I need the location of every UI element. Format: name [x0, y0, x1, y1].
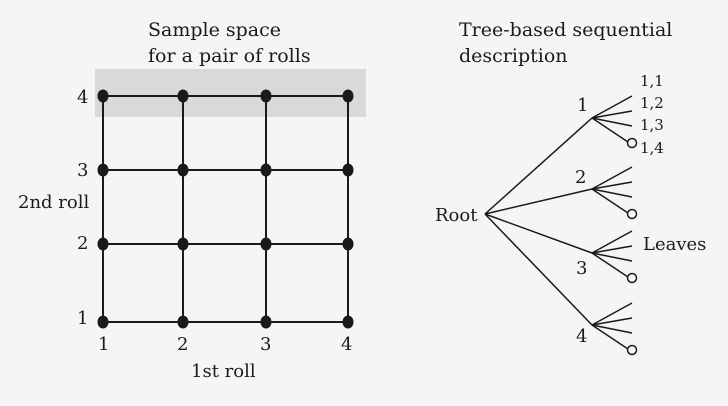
sample-point-2-1 [177, 315, 189, 329]
sample-space-panel: Sample space for a pair of rolls 4 3 2 1… [18, 19, 366, 382]
leaf-edge-1-2 [591, 110, 633, 119]
grid-points [97, 89, 354, 329]
sample-point-3-1 [260, 315, 272, 329]
tree-panel: Tree-based sequential description Root 1… [435, 19, 706, 356]
root-edge-2 [484, 188, 593, 215]
tree-title-line2: description [459, 45, 568, 67]
branch-label-2: 2 [575, 167, 586, 188]
y-tick-1: 1 [77, 308, 88, 329]
sample-point-2-4 [177, 89, 189, 103]
sample-point-4-3 [342, 163, 354, 177]
root-edges [484, 117, 593, 326]
x-axis-tick-labels: 1 2 3 4 [98, 334, 352, 355]
root-edge-1 [484, 117, 593, 215]
leaf-fans [591, 95, 638, 356]
sample-point-1-1 [97, 315, 109, 329]
leaf-node-4-4 [626, 344, 638, 356]
sample-point-4-4 [342, 89, 354, 103]
leaf-node-3-4 [626, 272, 638, 284]
leaf-labels-branch-1: 1,1 1,2 1,3 1,4 [640, 72, 664, 157]
leaf-edge-2-1 [591, 166, 633, 190]
sample-point-2-3 [177, 163, 189, 177]
y-axis-tick-labels: 4 3 2 1 [77, 87, 88, 329]
sample-point-3-4 [260, 89, 272, 103]
leaf-edge-3-2 [591, 245, 633, 254]
y-axis-label: 2nd roll [18, 192, 89, 213]
leaves-label: Leaves [643, 234, 706, 255]
x-tick-1: 1 [98, 334, 109, 355]
leaf-edge-1-3 [591, 117, 633, 127]
sample-point-1-2 [97, 237, 109, 251]
branch-label-4: 4 [576, 326, 587, 347]
x-axis-label: 1st roll [191, 361, 256, 382]
sample-point-1-4 [97, 89, 109, 103]
leaf-edge-4-2 [591, 317, 633, 326]
leaf-label-1-4: 1,4 [640, 139, 664, 157]
highlight-band [95, 69, 366, 117]
leaf-label-1-3: 1,3 [640, 116, 664, 134]
leaf-edge-2-4 [591, 188, 629, 214]
y-tick-4: 4 [77, 87, 88, 108]
leaf-edge-3-4 [591, 252, 629, 278]
branch-label-1: 1 [577, 95, 588, 116]
sample-point-3-2 [260, 237, 272, 251]
x-tick-4: 4 [341, 334, 352, 355]
leaf-edge-4-1 [591, 302, 633, 326]
leaf-edge-3-1 [591, 230, 633, 254]
root-label: Root [435, 205, 478, 226]
leaf-node-1-4 [626, 137, 638, 149]
y-tick-3: 3 [77, 160, 88, 181]
leaf-edge-4-4 [591, 324, 629, 350]
sample-point-2-2 [177, 237, 189, 251]
root-edge-3 [484, 213, 593, 254]
sample-point-3-3 [260, 163, 272, 177]
root-edge-4 [484, 213, 593, 326]
leaf-edge-1-1 [591, 95, 633, 119]
grid-lines [102, 95, 349, 323]
sample-point-4-1 [342, 315, 354, 329]
sample-point-1-3 [97, 163, 109, 177]
sample-space-title-line2: for a pair of rolls [148, 45, 311, 67]
sample-point-4-2 [342, 237, 354, 251]
branch-label-3: 3 [576, 258, 587, 279]
leaf-edge-2-3 [591, 188, 633, 198]
x-tick-3: 3 [260, 334, 271, 355]
y-tick-2: 2 [77, 233, 88, 254]
leaf-label-1-1: 1,1 [640, 72, 664, 90]
sample-space-title-line1: Sample space [148, 19, 281, 41]
leaf-edge-4-3 [591, 324, 633, 334]
leaf-label-1-2: 1,2 [640, 94, 664, 112]
leaf-edge-3-3 [591, 252, 633, 262]
x-tick-2: 2 [177, 334, 188, 355]
tree-title-line1: Tree-based sequential [459, 19, 672, 41]
branch-labels: 1 2 3 4 [575, 95, 588, 347]
leaf-edge-2-2 [591, 181, 633, 190]
leaf-edge-1-4 [591, 117, 629, 143]
leaf-node-2-4 [626, 208, 638, 220]
